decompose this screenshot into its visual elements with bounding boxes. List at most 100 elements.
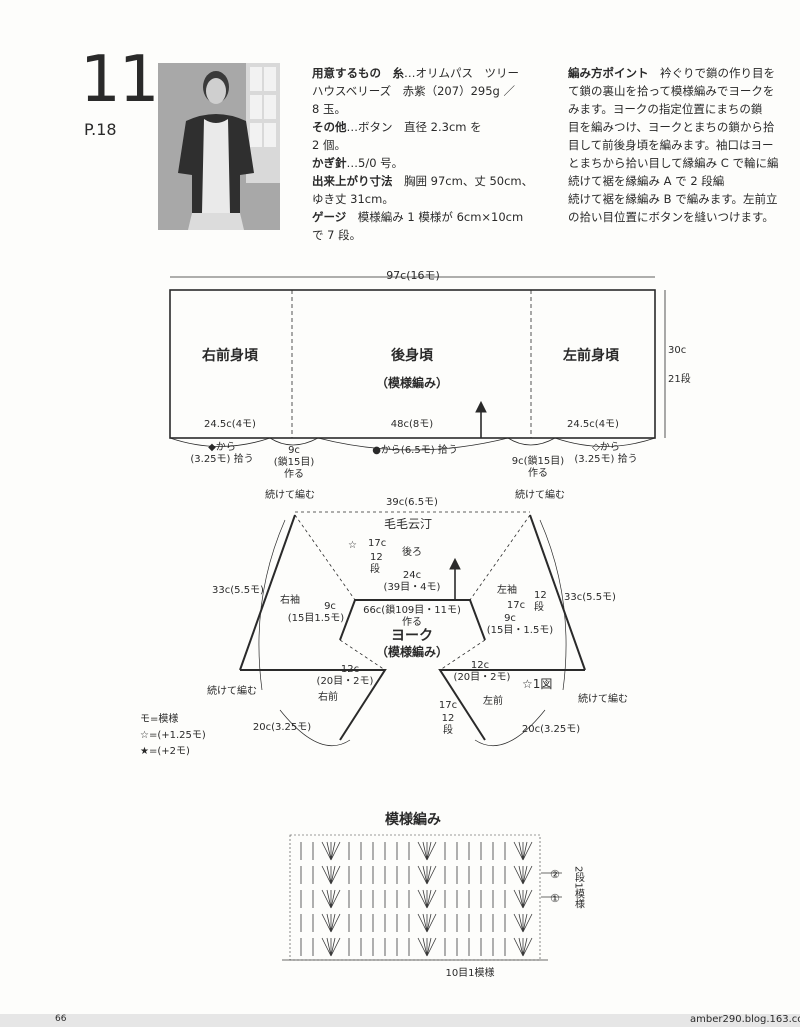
s12-bottom: 12: [442, 713, 455, 724]
stitch-symbol: [396, 890, 410, 908]
right-hem-arc: [279, 709, 351, 747]
pick-right-label: ◇から: [592, 441, 620, 453]
pick-arc-mid: [317, 437, 509, 451]
row1-label: ①: [550, 892, 560, 905]
stitch-chart: [282, 834, 562, 961]
left-sleeve-edge: [529, 514, 586, 671]
stitch-symbol: [513, 913, 533, 933]
yoke-arrowhead: [449, 557, 461, 570]
stitch-symbol: [444, 890, 458, 908]
neck-edge: [339, 599, 486, 641]
points-line: の拾い目位置にボタンを縫いつけます。: [568, 210, 774, 224]
materials-line: 出来上がり寸法 胸囲 97cm、丈 50cm、: [312, 174, 534, 188]
s12-right: 12: [534, 590, 547, 601]
stitch-grid: [300, 841, 533, 957]
s15-right: (15目・1.5モ): [487, 625, 554, 636]
gusset-right-label: 9c(鎖15目): [512, 454, 564, 467]
stitch-symbol: [417, 913, 437, 933]
stitch-symbol: [348, 914, 362, 932]
s12-right-2: 段: [534, 600, 544, 613]
stitch-symbol: [348, 938, 362, 956]
stitch-symbol: [348, 842, 362, 860]
yoke-labels: 続けて編む 続けて編む 39c(6.5モ) 毛毛云汀 ☆ 17c 12 段 後ろ…: [140, 488, 628, 757]
right-front-yoke-label: 右前: [318, 690, 338, 703]
page-reference: P.18: [84, 120, 117, 139]
stitch-symbol: [492, 914, 506, 932]
gusset-left-label: 9c: [288, 445, 300, 456]
s9-right: 9c: [504, 613, 516, 624]
s20-right: (20目・2モ): [454, 672, 511, 683]
materials-line: 用意するもの 糸…オリムパス ツリー: [312, 66, 519, 80]
stitch-symbol: [300, 842, 314, 860]
stitch-symbol: [396, 842, 410, 860]
stitch-symbol: [417, 937, 437, 957]
points-line: 目を編みつけ、ヨークとまちの鎖から拾: [568, 120, 775, 134]
legend-pattern: モ=模様: [140, 712, 178, 725]
s12-bottom-2: 段: [443, 723, 453, 736]
height-label: 30c: [668, 345, 686, 356]
stitch-symbol: [396, 866, 410, 884]
stitch-symbol: [321, 937, 341, 957]
s24b-label: (39目・4モ): [384, 582, 441, 593]
direction-arrowhead: [475, 400, 487, 413]
materials-line: ゆき丈 31cm。: [312, 192, 394, 206]
stitch-symbol: [372, 866, 386, 884]
materials-line: 8 玉。: [312, 102, 346, 116]
stitch-symbol: [321, 865, 341, 885]
left-front-yoke-label: 左前: [483, 694, 503, 707]
pick-arc-left: [169, 437, 271, 447]
stitch-symbol: [444, 842, 458, 860]
blog-url: amber290.blog.163.com: [690, 1014, 800, 1025]
body-labels: 97c(16モ) 右前身頃 後身頃 （模様編み） 左前身頃 30c 21段 24…: [190, 269, 690, 480]
points-line: とまちから拾い目して縁編み C で輪に編: [568, 156, 779, 170]
stitch-symbol: [468, 866, 482, 884]
stitch-symbol: [396, 938, 410, 956]
stitch-symbol: [372, 914, 386, 932]
s12c-right: 12c: [471, 660, 489, 671]
continue-left: 続けて編む: [265, 488, 315, 501]
s12c-left: 12c: [341, 664, 359, 675]
gusset-left-label-3: 作る: [284, 468, 304, 480]
stitch-chart-labels: 模様編み ② ① 2段1模様 10目1模様: [385, 811, 585, 979]
s17-right: 17c: [507, 600, 525, 611]
front-width-label: 24.5c(4モ): [204, 419, 256, 430]
points-line: 続けて裾を縁編み A で 2 段編: [568, 174, 725, 188]
materials-line: ゲージ 模様編み 1 模様が 6cm×10cm: [312, 210, 524, 224]
stitch-symbol: [321, 889, 341, 909]
stitch-symbol: [300, 866, 314, 884]
stitch-symbol: [444, 938, 458, 956]
raglan-right: [294, 514, 356, 601]
s66b-label: 作る: [402, 616, 422, 628]
stitch-symbol: [417, 889, 437, 909]
stitch-symbol: [492, 842, 506, 860]
stitch-symbol: [468, 890, 482, 908]
continue-bottom-left: 続けて編む: [207, 684, 257, 697]
repeat-label: 10目1模様: [445, 966, 494, 979]
points-title: 編み方ポイント: [568, 66, 649, 80]
stitch-symbol: [513, 865, 533, 885]
s20-left: (20目・2モ): [317, 676, 374, 687]
materials-line: その他…ボタン 直径 2.3cm を: [312, 120, 482, 134]
stitch-symbol: [468, 842, 482, 860]
stitch-symbol: [417, 841, 437, 861]
s12-left: 12: [370, 552, 383, 563]
points-line: みます。ヨークの指定位置にまちの鎖: [568, 102, 763, 116]
footer-bar: [0, 1014, 800, 1027]
back-yoke-label: 後ろ: [402, 545, 422, 558]
materials-line: 2 個。: [312, 138, 346, 152]
stitch-symbol: [468, 938, 482, 956]
yoke-sub-label: （模様編み）: [376, 644, 448, 659]
s9-left: 9c: [324, 601, 336, 612]
s33-right: 33c(5.5モ): [564, 592, 616, 603]
stitch-symbol: [372, 938, 386, 956]
watermark: 毛毛云汀: [384, 517, 432, 531]
back-width-label: 48c(8モ): [391, 419, 433, 430]
stitch-symbol: [321, 841, 341, 861]
yoke-diagram: [239, 511, 586, 747]
stitch-symbol: [444, 914, 458, 932]
front-width-label-right: 24.5c(4モ): [567, 419, 619, 430]
legend-black-star: ★=(+2モ): [140, 746, 190, 757]
body-diagram: [169, 276, 666, 451]
back-label: 後身頃: [391, 347, 434, 364]
